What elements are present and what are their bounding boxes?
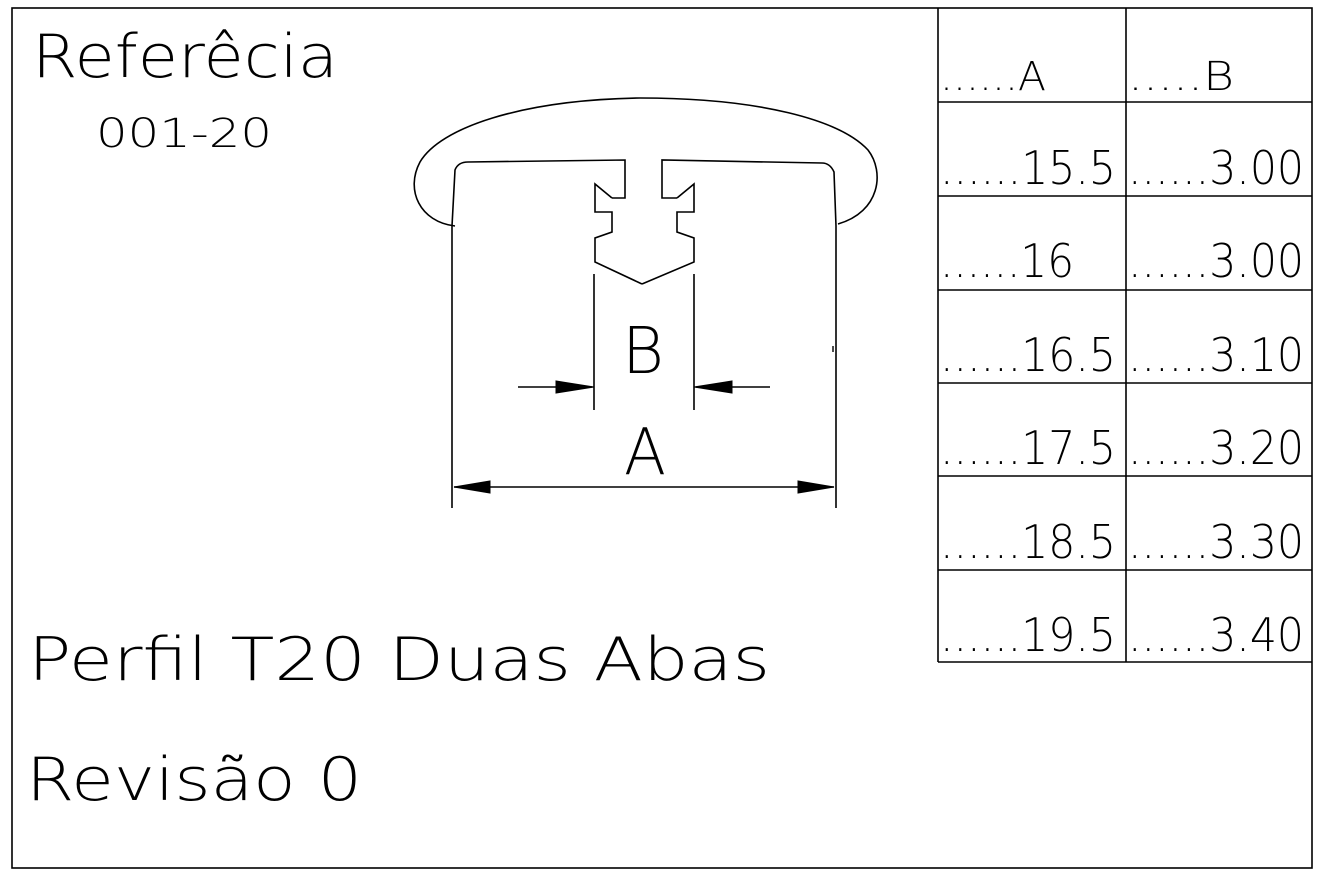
reference-label: Referêcia — [32, 22, 338, 92]
table-cell-b: ......3.00 — [1128, 234, 1304, 288]
dim-b-arrow-right — [693, 380, 733, 394]
dimension-a: A — [453, 416, 835, 494]
table-cell-a: ......18.5 — [940, 515, 1116, 569]
dim-a-arrow-left — [453, 480, 491, 494]
revision-label: Revisão 0 — [26, 745, 362, 815]
table-cell-b: ......3.40 — [1128, 608, 1304, 662]
dimension-table: ......A .....B ......15.5 ......3.00 ...… — [937, 8, 1312, 663]
reference-code: 001-20 — [96, 111, 272, 157]
profile-inner-top — [451, 159, 626, 227]
table-cell-b: ......3.30 — [1128, 515, 1304, 569]
table-cell-a: ......16 — [940, 234, 1074, 288]
profile-name: Perfil T20 Duas Abas — [28, 625, 770, 695]
profile-cap-outline — [413, 97, 878, 227]
profile-cross-section — [413, 97, 878, 508]
drawing-border — [11, 7, 1313, 869]
table-header-b: .....B — [1128, 54, 1234, 100]
dim-b-label: B — [622, 315, 664, 389]
table-cell-b: ......3.20 — [1128, 421, 1304, 475]
dim-b-arrow-left — [555, 380, 595, 394]
table-cell-b: ......3.00 — [1128, 141, 1304, 195]
table-header-a: ......A — [940, 54, 1046, 100]
table-cell-a: ......19.5 — [940, 608, 1116, 662]
profile-inner-top-right — [661, 159, 837, 227]
table-cell-b: ......3.10 — [1128, 328, 1304, 382]
table-cell-a: ......15.5 — [940, 141, 1116, 195]
dim-a-label: A — [624, 416, 666, 490]
stem-right-barbs — [641, 182, 695, 285]
table-cell-a: ......16.5 — [940, 328, 1116, 382]
table-cell-a: ......17.5 — [940, 421, 1116, 475]
dim-a-arrow-right — [797, 480, 835, 494]
stem-left-barbs — [594, 182, 643, 285]
dimension-b: B — [518, 274, 770, 410]
